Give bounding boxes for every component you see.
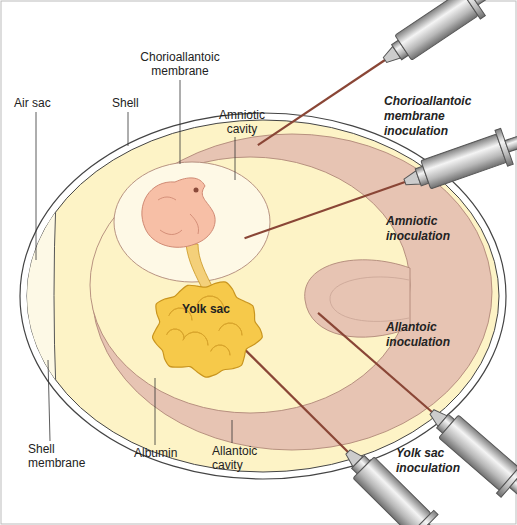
syringe-barrel (421, 134, 506, 189)
leader-line (48, 360, 50, 441)
part-label: Shell membrane (28, 442, 98, 470)
syringe-plunger (510, 478, 517, 507)
allantoic-fold (330, 277, 409, 321)
leader-line (232, 420, 233, 443)
node-label: Yolk sac (150, 302, 262, 316)
yolk-texture (219, 323, 242, 335)
technique-label: Chorioallantoic membrane inoculation (384, 94, 502, 139)
technique-label: Allantoic inoculation (386, 320, 484, 350)
part-label: Chorioallantoic membrane (128, 50, 232, 78)
needle (245, 182, 405, 238)
air-sac-wall (54, 100, 62, 490)
air-sac (0, 100, 62, 490)
syringe-flange (497, 465, 517, 498)
syringe (247, 0, 510, 161)
leader-line (128, 112, 129, 146)
embryo-eye (194, 188, 199, 193)
yolk-texture (167, 329, 184, 338)
part-label: Allantoic cavity (212, 444, 276, 472)
yolk-texture (211, 345, 230, 355)
part-label: Air sac (14, 96, 74, 110)
part-label: Shell (112, 96, 162, 110)
needle (258, 60, 385, 145)
embryo-detail (158, 197, 199, 235)
part-label: Albumin (134, 446, 194, 460)
leader-line (36, 112, 37, 260)
leader-line (235, 137, 236, 180)
leader-line (155, 378, 156, 445)
yolk-sac-shape (153, 282, 263, 377)
technique-label: Amniotic inoculation (386, 214, 484, 244)
yolk-texture (183, 332, 208, 345)
syringe-plunger (471, 0, 503, 5)
technique-label: Yolk sac inoculation (396, 446, 494, 476)
part-label: Amniotic cavity (212, 108, 272, 136)
embryo (142, 178, 215, 247)
syringe-plunger (505, 131, 517, 152)
shell (20, 113, 506, 479)
syringe-barrel (439, 415, 517, 490)
leader-line (180, 80, 181, 164)
syringe (306, 299, 517, 517)
leader-lines (36, 80, 235, 445)
syringe (238, 118, 517, 256)
syringe-barrel (395, 0, 478, 60)
yolk-sac-node: Yolk sac (150, 280, 262, 378)
syringe-plunger (420, 524, 450, 525)
syringe-flange (407, 510, 438, 525)
yolk-sac-outline (150, 280, 262, 378)
albumin (90, 157, 410, 413)
